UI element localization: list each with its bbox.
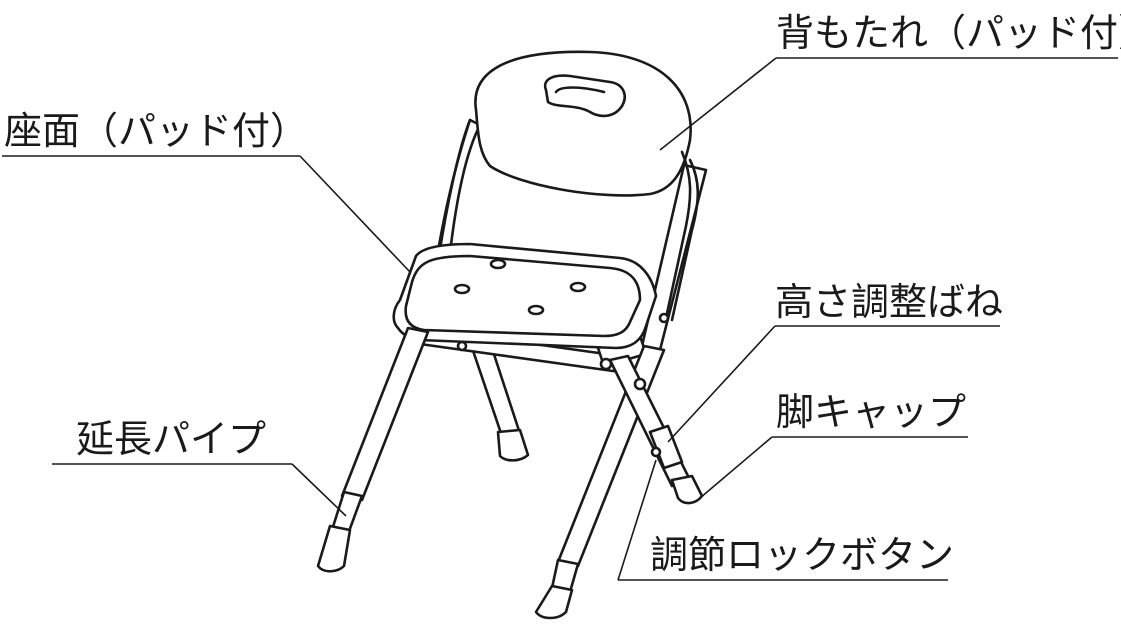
backrest [474, 50, 692, 197]
label-lock-button: 調節ロックボタン [650, 533, 955, 577]
front-right-leg-cap [534, 584, 574, 620]
backrest-handle-hole [543, 74, 626, 118]
front-left-leg-cap [316, 524, 352, 573]
leader-lines [2, 57, 1118, 581]
seat-hole [453, 283, 471, 295]
seat-hole [527, 304, 545, 316]
label-backrest: 背もたれ（パッド付） [776, 11, 1121, 55]
rear-right-leg [608, 354, 704, 505]
lock-button [650, 446, 662, 458]
label-height-spring: 高さ調整ばね [775, 280, 1004, 324]
seat-hole [489, 258, 507, 270]
label-extension-pipe: 延長パイプ [76, 417, 267, 461]
hinge-rivets [456, 312, 670, 391]
rear-left-leg-cap [496, 428, 530, 462]
label-leg-cap: 脚キャップ [776, 390, 967, 434]
label-seat: 座面（パッド付） [4, 109, 309, 153]
seat [392, 242, 658, 350]
front-left-leg [316, 326, 430, 573]
seat-hole [569, 281, 587, 293]
rear-right-leg-cap [670, 474, 704, 505]
